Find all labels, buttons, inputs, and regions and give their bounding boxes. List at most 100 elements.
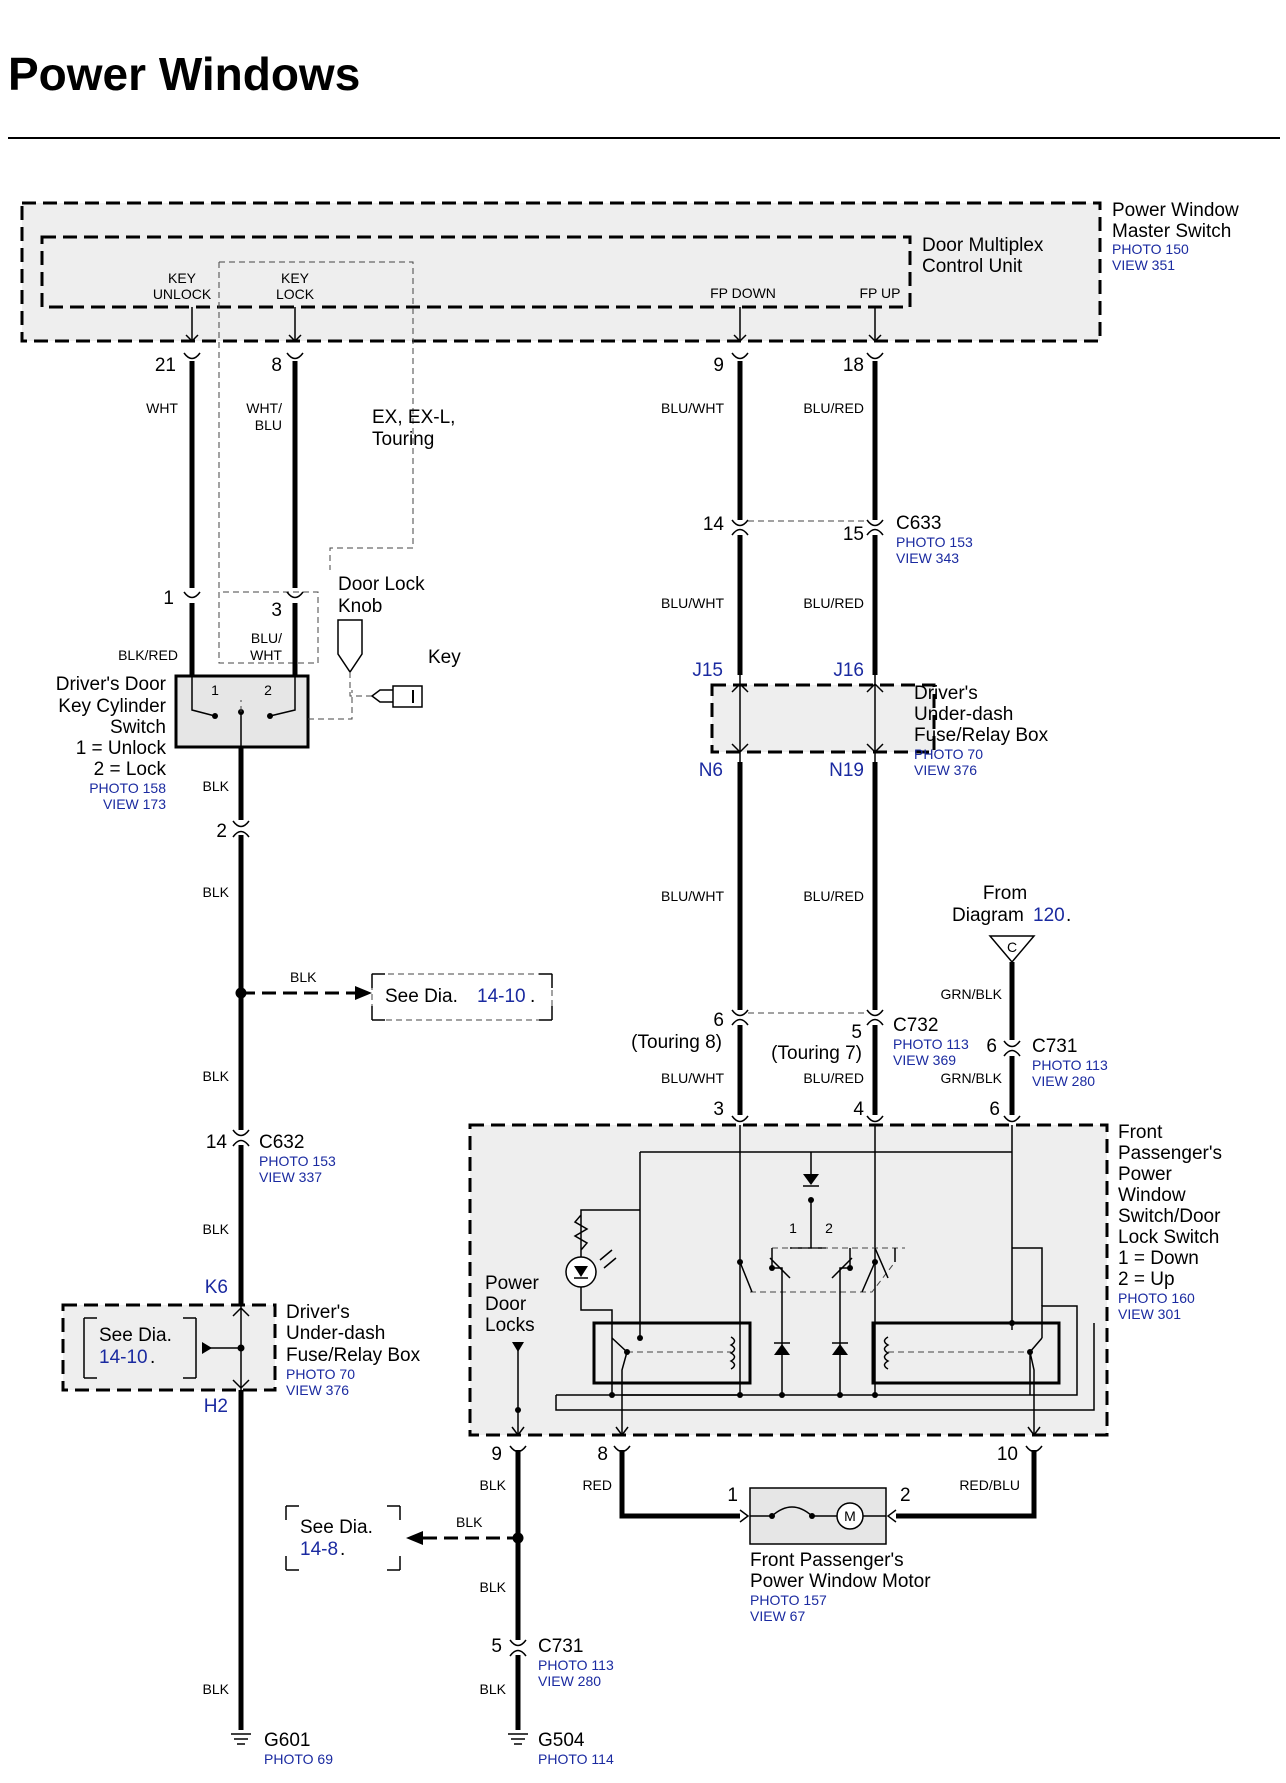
trim-option-note-2: Touring bbox=[372, 429, 434, 450]
svg-text:BLU: BLU bbox=[255, 417, 282, 433]
svg-text:C632: C632 bbox=[259, 1132, 304, 1153]
svg-text:PHOTO 70: PHOTO 70 bbox=[914, 746, 983, 762]
g601-ground-wire: BLK G601 PHOTO 69 bbox=[203, 1390, 333, 1767]
svg-text:BLU/RED: BLU/RED bbox=[803, 400, 864, 416]
svg-text:See Dia.: See Dia. bbox=[385, 986, 458, 1007]
power-window-master-switch: Power Window Master Switch PHOTO 150 VIE… bbox=[20, 200, 1239, 343]
svg-text:BLU/: BLU/ bbox=[251, 630, 282, 646]
see-diagram-14-10-ref[interactable]: See Dia. 14-10 . bbox=[371, 973, 553, 1021]
svg-text:14: 14 bbox=[703, 514, 725, 535]
svg-text:10: 10 bbox=[997, 1444, 1018, 1465]
svg-text:9: 9 bbox=[713, 355, 724, 376]
svg-text:6: 6 bbox=[989, 1099, 1000, 1120]
svg-text:BLU/RED: BLU/RED bbox=[803, 888, 864, 904]
svg-text:Passenger's: Passenger's bbox=[1118, 1143, 1222, 1164]
svg-text:BLK: BLK bbox=[203, 884, 230, 900]
svg-text:PHOTO 113: PHOTO 113 bbox=[893, 1036, 969, 1052]
svg-text:.: . bbox=[1066, 905, 1071, 926]
svg-text:See Dia.: See Dia. bbox=[99, 1325, 172, 1346]
svg-text:Driver's: Driver's bbox=[914, 683, 978, 704]
svg-text:PHOTO 113: PHOTO 113 bbox=[1032, 1057, 1108, 1073]
svg-text:PHOTO 69: PHOTO 69 bbox=[264, 1751, 333, 1767]
svg-text:6: 6 bbox=[986, 1036, 997, 1057]
trim-option-note: EX, EX-L, bbox=[372, 407, 455, 428]
switch-output-wires: 9 8 10 BLK RED RED/BLU bbox=[480, 1444, 1043, 1730]
svg-text:1: 1 bbox=[789, 1220, 797, 1236]
svg-text:.: . bbox=[150, 1347, 155, 1368]
svg-text:2: 2 bbox=[216, 821, 227, 842]
svg-text:Front: Front bbox=[1118, 1122, 1163, 1143]
svg-text:Diagram: Diagram bbox=[952, 905, 1024, 926]
svg-text:Switch/Door: Switch/Door bbox=[1118, 1206, 1221, 1227]
svg-text:Door: Door bbox=[485, 1294, 527, 1315]
svg-text:14: 14 bbox=[206, 1132, 228, 1153]
key-icon: Key bbox=[370, 647, 461, 708]
svg-text:PHOTO 157: PHOTO 157 bbox=[750, 1592, 827, 1608]
svg-text:Control Unit: Control Unit bbox=[922, 256, 1023, 277]
svg-text:120: 120 bbox=[1033, 905, 1065, 926]
see-diagram-14-8-ref[interactable]: See Dia. 14-8 . BLK bbox=[285, 1505, 524, 1571]
svg-text:1 = Unlock: 1 = Unlock bbox=[76, 738, 167, 759]
svg-text:GRN/BLK: GRN/BLK bbox=[941, 1070, 1003, 1086]
svg-text:FP DOWN: FP DOWN bbox=[710, 285, 776, 301]
svg-text:VIEW 280: VIEW 280 bbox=[1032, 1073, 1095, 1089]
svg-text:1 = Down: 1 = Down bbox=[1118, 1248, 1199, 1269]
svg-text:Under-dash: Under-dash bbox=[914, 704, 1013, 725]
svg-text:H2: H2 bbox=[204, 1396, 228, 1417]
svg-text:.: . bbox=[530, 986, 535, 1007]
svg-text:C732: C732 bbox=[893, 1015, 938, 1036]
svg-text:PHOTO 113: PHOTO 113 bbox=[538, 1657, 614, 1673]
svg-text:14-10: 14-10 bbox=[99, 1347, 148, 1368]
svg-text:2 = Up: 2 = Up bbox=[1118, 1269, 1175, 1290]
svg-text:BLK: BLK bbox=[203, 778, 230, 794]
svg-text:3: 3 bbox=[713, 1099, 724, 1120]
svg-text:VIEW 337: VIEW 337 bbox=[259, 1169, 322, 1185]
svg-text:BLU/WHT: BLU/WHT bbox=[661, 400, 724, 416]
front-passenger-window-motor: M 1 2 Front Passenger's Power Window Mot… bbox=[727, 1485, 931, 1624]
svg-text:C: C bbox=[1007, 939, 1017, 955]
svg-text:UNLOCK: UNLOCK bbox=[153, 286, 212, 302]
svg-text:BLU/RED: BLU/RED bbox=[803, 1070, 864, 1086]
svg-text:Lock Switch: Lock Switch bbox=[1118, 1227, 1219, 1248]
svg-text:BLK: BLK bbox=[480, 1681, 507, 1697]
svg-text:5: 5 bbox=[851, 1022, 862, 1043]
svg-text:C731: C731 bbox=[1032, 1036, 1077, 1057]
svg-text:Knob: Knob bbox=[338, 596, 382, 617]
svg-text:8: 8 bbox=[271, 355, 282, 376]
svg-text:BLK: BLK bbox=[203, 1068, 230, 1084]
svg-text:Under-dash: Under-dash bbox=[286, 1323, 385, 1344]
svg-text:PHOTO 153: PHOTO 153 bbox=[259, 1153, 336, 1169]
svg-text:J15: J15 bbox=[692, 660, 723, 681]
svg-text:PHOTO 158: PHOTO 158 bbox=[89, 780, 166, 796]
svg-text:1: 1 bbox=[211, 682, 219, 698]
svg-text:Power: Power bbox=[485, 1273, 540, 1294]
svg-text:GRN/BLK: GRN/BLK bbox=[941, 986, 1003, 1002]
svg-text:BLK: BLK bbox=[480, 1477, 507, 1493]
svg-text:K6: K6 bbox=[205, 1277, 228, 1298]
svg-text:BLU/RED: BLU/RED bbox=[803, 595, 864, 611]
svg-text:.: . bbox=[340, 1539, 345, 1560]
svg-text:BLK: BLK bbox=[480, 1579, 507, 1595]
svg-text:1: 1 bbox=[163, 588, 174, 609]
svg-text:2: 2 bbox=[900, 1485, 911, 1506]
svg-text:18: 18 bbox=[843, 355, 864, 376]
svg-text:21: 21 bbox=[155, 355, 176, 376]
svg-text:Driver's Door: Driver's Door bbox=[56, 674, 167, 695]
svg-text:KEY: KEY bbox=[281, 270, 310, 286]
svg-text:2: 2 bbox=[264, 682, 272, 698]
svg-text:8: 8 bbox=[597, 1444, 608, 1465]
svg-text:WHT: WHT bbox=[250, 647, 282, 663]
svg-text:WHT/: WHT/ bbox=[246, 400, 282, 416]
svg-text:Door Multiplex: Door Multiplex bbox=[922, 235, 1044, 256]
svg-text:VIEW 173: VIEW 173 bbox=[103, 796, 166, 812]
g504-ground-wire: BLK 5 C731 PHOTO 113 VIEW 280 BLK G504 P… bbox=[480, 1579, 614, 1767]
svg-text:PHOTO 160: PHOTO 160 bbox=[1118, 1290, 1195, 1306]
svg-text:Power: Power bbox=[1118, 1164, 1173, 1185]
svg-text:Door Lock: Door Lock bbox=[338, 574, 425, 595]
left-ground-trunk: BLK 2 BLK BLK BLK 14 C632 PHOTO 153 VIEW… bbox=[203, 747, 372, 1410]
svg-text:BLK: BLK bbox=[456, 1514, 483, 1530]
svg-text:Key: Key bbox=[428, 647, 461, 668]
svg-text:Master Switch: Master Switch bbox=[1112, 221, 1231, 242]
svg-text:Fuse/Relay Box: Fuse/Relay Box bbox=[286, 1345, 421, 1366]
from-diagram-120: From Diagram 120 . C GRN/BLK 6 C731 PHOT… bbox=[941, 883, 1108, 1123]
